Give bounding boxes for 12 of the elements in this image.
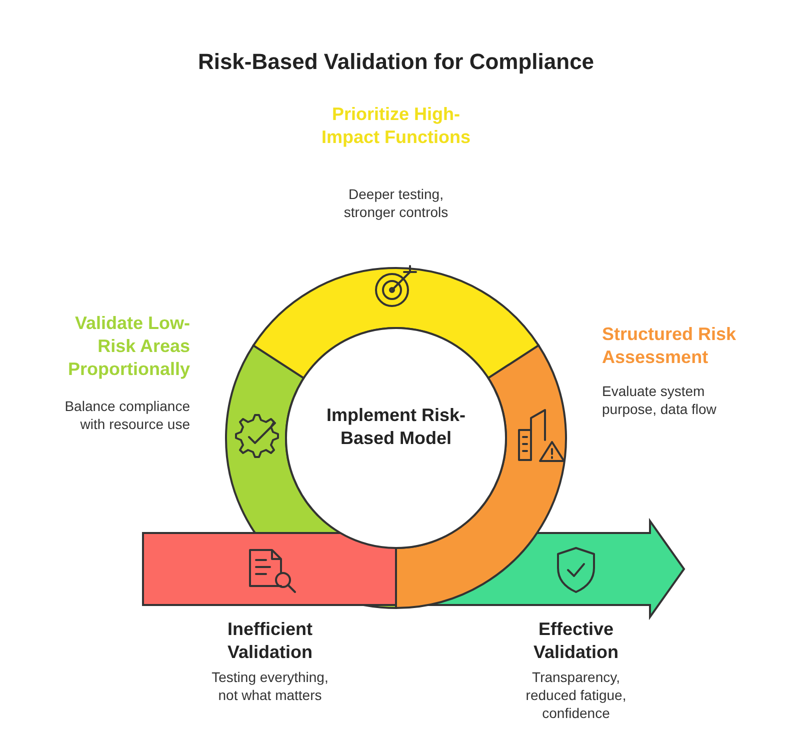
- stage-description: Evaluate system purpose, data flow: [602, 382, 718, 418]
- stage-heading: Structured Risk Assessment: [602, 323, 738, 369]
- center-label: Implement Risk-Based Model: [325, 404, 467, 450]
- diagram-title: Risk-Based Validation for Compliance: [196, 49, 596, 75]
- stage-description: Testing everything, not what matters: [210, 668, 330, 704]
- stage-description: Transparency, reduced fatigue, confidence: [524, 668, 628, 722]
- stage-description: Deeper testing, stronger controls: [342, 185, 450, 221]
- stage-heading: Inefficient Validation: [226, 618, 314, 664]
- stage-description: Balance compliance with resource use: [64, 397, 190, 433]
- stage-heading: Effective Validation: [532, 618, 620, 664]
- stage-heading: Validate Low-Risk Areas Proportionally: [66, 312, 190, 381]
- stage-heading: Prioritize High-Impact Functions: [321, 103, 471, 149]
